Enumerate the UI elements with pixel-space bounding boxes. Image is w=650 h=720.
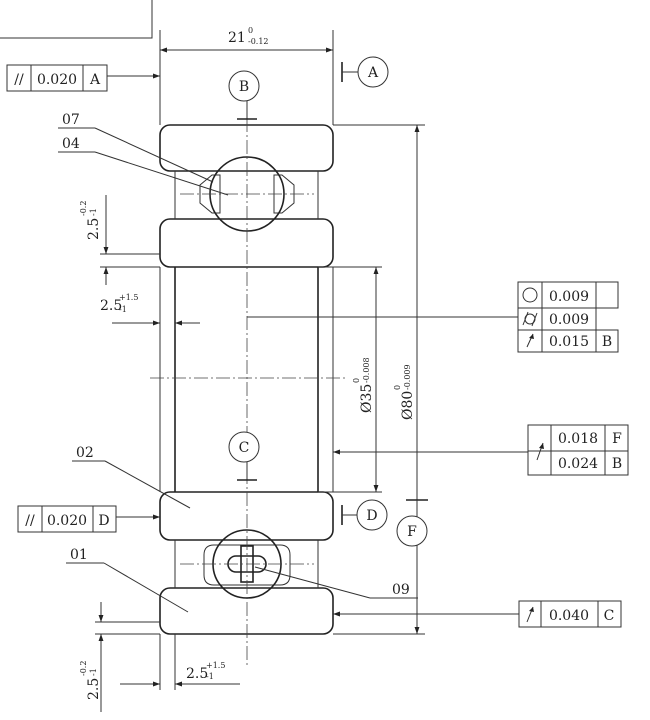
runout-icon	[526, 606, 534, 623]
bearing-body	[150, 96, 345, 665]
chamfer-v-top-lower: -1	[89, 208, 98, 216]
dim-chamfer-h-top: 2.5 +1.5 -1	[100, 293, 200, 330]
datum-d-label: D	[366, 508, 377, 524]
runout-b-inner-value: 0.015	[549, 334, 589, 350]
parallel-d-datum: D	[98, 513, 109, 529]
chamfer-h-top-lower: -1	[119, 305, 127, 314]
part-label-04: 04	[62, 136, 80, 152]
runout-c-datum: C	[604, 608, 615, 624]
outer-diameter-upper: 0	[393, 385, 402, 390]
part-label-09: 09	[392, 582, 410, 598]
top-inner-ring	[159, 218, 334, 268]
roundness-icon	[522, 287, 538, 303]
bottom-inner-ring	[159, 491, 334, 541]
part-label-02: 02	[76, 445, 94, 461]
overall-width-nominal: 21	[228, 30, 246, 46]
parallel-d-value: 0.020	[47, 513, 87, 529]
datum-f-label: F	[407, 524, 417, 540]
chamfer-v-top-upper: -0.2	[79, 201, 88, 216]
datum-a: A	[341, 56, 389, 88]
label-01: 01	[66, 547, 189, 613]
chamfer-h-bottom-upper: +1.5	[206, 661, 225, 670]
runout-f-datum: F	[612, 431, 622, 447]
parallel-a-value: 0.020	[37, 72, 77, 88]
title-block-corner	[0, 0, 153, 39]
dim-chamfer-v-top: 2.5 -0.2 -1	[79, 195, 160, 285]
roundness-value: 0.009	[549, 289, 589, 305]
datum-d: D	[341, 499, 388, 531]
runout-icon	[536, 442, 544, 461]
datum-a-label: A	[367, 65, 379, 81]
label-07: 07	[58, 112, 214, 183]
dim-outer-diameter: Ø80 0 -0.009	[333, 124, 425, 635]
datum-f: F	[396, 499, 428, 547]
datum-c-label: C	[239, 440, 250, 456]
runout-b-outer-datum: B	[612, 456, 622, 472]
label-04: 04	[58, 136, 229, 196]
runout-b-inner-datum: B	[602, 334, 612, 350]
overall-width-upper: 0	[248, 26, 253, 35]
fcf-parallel-a: // 0.020 A	[6, 64, 160, 92]
chamfer-h-bottom-lower: -1	[206, 672, 214, 681]
part-label-01: 01	[70, 547, 88, 563]
chamfer-h-top-upper: +1.5	[119, 293, 138, 302]
cylindricity-icon	[522, 311, 538, 327]
cylindricity-value: 0.009	[549, 312, 589, 328]
inner-diameter-nominal: Ø35	[359, 384, 375, 413]
runout-f-value: 0.018	[558, 431, 598, 447]
chamfer-h-top-nominal: 2.5	[100, 298, 122, 314]
dim-chamfer-v-bottom: 2.5 -0.2 -1	[79, 602, 160, 712]
inner-diameter-upper: 0	[352, 378, 361, 383]
dim-chamfer-h-bottom: 2.5 +1.5 -1	[120, 634, 240, 690]
part-label-07: 07	[62, 112, 80, 128]
chamfer-h-bottom-nominal: 2.5	[186, 666, 208, 682]
fcf-inner-stack: 0.009 0.009 0.015 B	[247, 281, 619, 353]
label-02: 02	[72, 445, 191, 509]
overall-width-lower: -0.12	[248, 37, 269, 46]
chamfer-v-top-nominal: 2.5	[86, 218, 102, 240]
fcf-runout-c: 0.040 C	[333, 600, 622, 628]
dim-overall-width: 21 0 -0.12	[159, 26, 334, 125]
parallel-a-symbol: //	[14, 72, 24, 88]
fcf-runout-outer: 0.018 F 0.024 B	[333, 424, 629, 476]
bottom-outer-ring	[159, 587, 334, 635]
chamfer-v-bottom-nominal: 2.5	[86, 678, 102, 700]
inner-diameter-lower: -0.008	[362, 357, 371, 383]
dim-inner-diameter: Ø35 0 -0.008	[318, 266, 382, 493]
top-cage	[199, 174, 221, 214]
parallel-d-symbol: //	[25, 513, 35, 529]
bottom-cage	[203, 544, 291, 586]
top-outer-ring	[159, 124, 334, 172]
runout-b-outer-value: 0.024	[558, 456, 598, 472]
runout-c-value: 0.040	[549, 608, 589, 624]
chamfer-v-bottom-lower: -1	[89, 668, 98, 676]
fcf-parallel-d: // 0.020 D	[17, 505, 160, 533]
chamfer-v-bottom-upper: -0.2	[79, 661, 88, 676]
outer-diameter-nominal: Ø80	[400, 391, 416, 420]
parallel-a-datum: A	[89, 72, 101, 88]
runout-icon	[526, 333, 534, 348]
datum-b-label: B	[239, 79, 249, 95]
datum-b: B	[228, 70, 260, 120]
datum-c: C	[228, 431, 260, 481]
label-09: 09	[254, 566, 418, 599]
outer-diameter-lower: -0.009	[403, 364, 412, 390]
